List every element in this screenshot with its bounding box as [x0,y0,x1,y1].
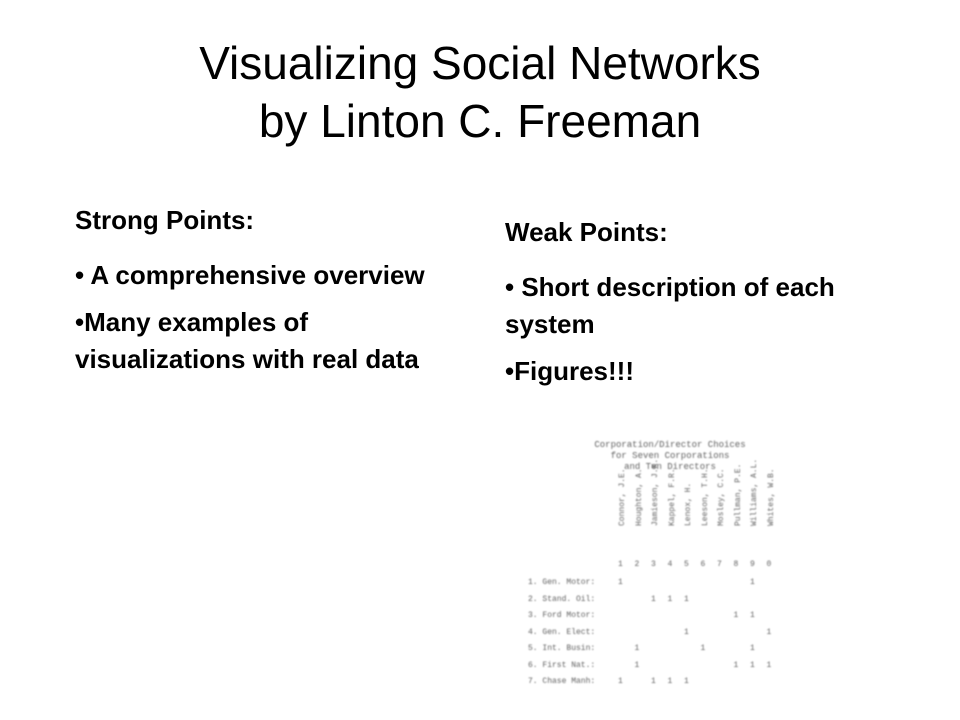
figure-row-label: 3. Ford Motor: [528,611,596,620]
figure-caption-line: and Ten Directors [624,462,716,472]
figure-column-label: Lenox, H. [684,482,693,526]
title-line-1: Visualizing Social Networks [199,37,761,89]
figure-column-label: Connor, J.E. [618,468,627,526]
figure-row-label: 1. Gen. Motor: [528,578,596,587]
strong-point-item: • A comprehensive overview [75,260,425,290]
figure-cell: 1 [684,627,689,637]
weak-point-item: •Figures!!! [505,356,634,386]
figure-cell: 1 [618,578,623,587]
figure-column-number: 6 [700,560,706,569]
figure-column-number: 9 [750,560,755,569]
figure-column-label: Whites, W.B. [766,468,776,526]
figure-cell: 1 [750,644,755,653]
figure-cell: 1 [733,611,739,620]
figure-cell: 1 [634,660,640,670]
figure-column-label: Jamieson, J.K. [651,458,660,526]
figure-column-number: 4 [667,560,673,569]
figure-column-number: 7 [717,560,722,569]
figure-column-label: Mosley, C.C. [717,468,726,526]
figure-caption-line: for Seven Corporations [610,451,730,461]
weak-points-section: Weak Points: • Short description of each… [505,214,905,400]
figure-column-number: 5 [684,560,689,569]
figure-column-number: 3 [651,560,656,569]
figure-column-number: 0 [766,560,772,569]
slide-title: Visualizing Social Networks by Linton C.… [0,34,960,150]
strong-points-section: Strong Points: • A comprehensive overvie… [75,202,425,388]
figure-row-label: 2. Stand. Oil: [528,594,596,604]
figure-column-label: Houghton, A. [634,468,644,526]
figure-cell: 1 [766,627,772,637]
title-line-2: by Linton C. Freeman [258,95,702,147]
figure-column-label: Leeson, T.H. [700,468,710,526]
figure-cell: 1 [651,677,656,686]
figure-caption-line: Corporation/Director Choices [594,440,746,450]
figure-cell: 1 [750,578,755,587]
figure-caption: Corporation/Director Choices for Seven C… [560,440,780,473]
figure-cell: 1 [733,660,739,670]
figure-cell: 1 [750,611,755,620]
strong-point-item: •Many examples of visualizations with re… [75,307,419,374]
figure-cell: 1 [651,594,656,604]
scanned-table-figure: Corporation/Director Choices for Seven C… [520,436,795,696]
figure-cell: 1 [684,594,689,604]
figure-row-label: 4. Gen. Elect: [528,627,596,637]
figure-row-label: 5. Int. Busin: [528,644,596,653]
weak-point-item: • Short description of each system [505,272,835,339]
figure-column-number: 8 [733,560,739,569]
figure-cell: 1 [667,594,673,604]
figure-cell: 1 [684,677,689,686]
figure-cell: 1 [667,677,673,686]
figure-cell: 1 [700,644,706,653]
figure-row-label: 7. Chase Manh: [528,677,596,686]
figure-column-label: Kappel, F.R. [667,468,677,526]
figure-cell: 1 [618,677,623,686]
figure-column-number: 2 [634,560,640,569]
figure-column-label: Williams, A.L. [750,458,759,526]
strong-points-heading: Strong Points: [75,205,255,235]
weak-points-heading: Weak Points: [505,217,668,247]
figure-column-number: 1 [618,560,623,569]
figure-row-label: 6. First Nat.: [528,660,596,670]
figure-column-label: Pullman, P.E. [733,463,743,526]
figure-cell: 1 [750,660,755,670]
figure-cell: 1 [766,660,772,670]
figure-cell: 1 [634,644,640,653]
